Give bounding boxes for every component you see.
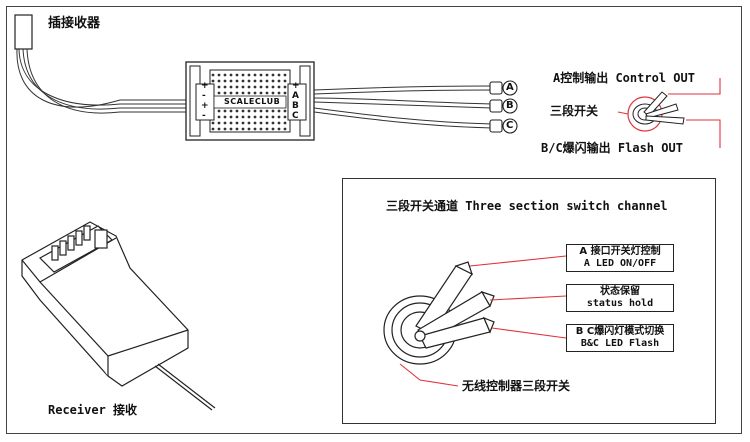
board-brand: SCALECLUB: [224, 97, 281, 106]
board-pin-left-1: +: [201, 81, 209, 91]
bc-output-label: B/C爆闪输出 Flash OUT: [541, 141, 683, 155]
small-switch-leaders: [617, 78, 721, 148]
callout-a-line1: A 接口开关灯控制: [579, 246, 661, 257]
board-pin-left-2: -: [202, 91, 206, 101]
callout-bc-flash: B C爆闪灯模式切换 B&C LED Flash: [566, 324, 674, 352]
callout-bc-line2: B&C LED Flash: [580, 338, 660, 349]
receiver-label: Receiver 接收: [48, 403, 138, 417]
three-stage-label: 三段开关: [550, 104, 599, 118]
connector-label: 插接收器: [48, 16, 101, 31]
callout-a-led: A 接口开关灯控制 A LED ON/OFF: [566, 244, 674, 272]
diagram-frame: [6, 6, 742, 434]
board-pin-right-1: +: [292, 81, 300, 91]
switch-channel-panel: [342, 178, 716, 424]
connector-plug: [14, 14, 33, 50]
board-pin-right-4: C: [292, 111, 299, 121]
callout-hold-line2: status hold: [586, 298, 654, 309]
large-switch-leaders: [399, 255, 567, 387]
output-c-letter: C: [506, 120, 514, 131]
input-wires: [16, 48, 188, 114]
callout-status-hold: 状态保留 status hold: [566, 284, 674, 312]
controller-board: [185, 61, 315, 141]
board-pin-right-2: A: [292, 91, 299, 101]
output-a-letter: A: [506, 82, 514, 93]
output-b-letter: B: [506, 100, 514, 111]
receiver-unit: [21, 221, 216, 411]
board-pin-right-3: B: [292, 101, 299, 111]
led-plugs: [489, 80, 518, 134]
inset-title: 三段开关通道 Three section switch channel: [386, 199, 668, 213]
callout-a-line2: A LED ON/OFF: [583, 258, 657, 269]
board-pin-left-3: +: [201, 101, 209, 111]
small-switch: [627, 91, 685, 132]
callout-bc-line1: B C爆闪灯模式切换: [575, 326, 665, 337]
output-wires: [313, 85, 493, 129]
board-pin-left-4: -: [202, 111, 206, 121]
large-switch: [383, 261, 495, 365]
callout-hold-line1: 状态保留: [600, 286, 640, 297]
a-output-label: A控制输出 Control OUT: [553, 71, 695, 85]
wireless-switch-label: 无线控制器三段开关: [462, 379, 571, 393]
